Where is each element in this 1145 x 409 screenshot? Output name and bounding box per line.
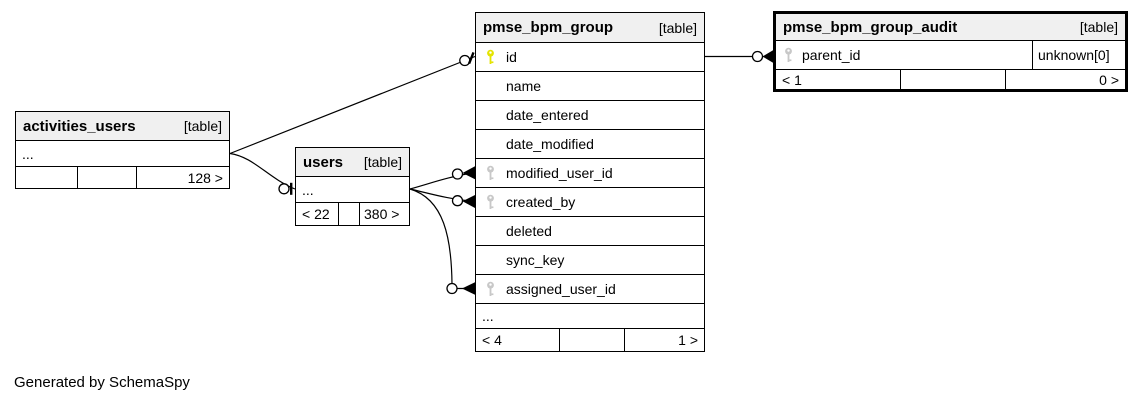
footer-cell xyxy=(338,203,359,225)
column-name: created_by xyxy=(506,194,576,210)
table-header[interactable]: pmse_bpm_group_audit [table] xyxy=(776,14,1125,41)
column-name: parent_id xyxy=(802,47,861,63)
ellipsis-label: ... xyxy=(482,308,494,324)
table-title: activities_users xyxy=(23,117,136,135)
footer-children-count: 0 > xyxy=(1005,70,1125,89)
primary-key-icon xyxy=(476,49,506,65)
table-type-label: [table] xyxy=(658,19,697,36)
foreign-key-icon xyxy=(476,165,506,181)
column-row-created_by[interactable]: created_by xyxy=(476,188,704,217)
table-footer: < 1 0 > xyxy=(776,70,1125,89)
generated-by-note: Generated by SchemaSpy xyxy=(14,374,190,391)
column-name: deleted xyxy=(506,223,552,239)
relation-users-to-created_by xyxy=(409,188,476,208)
relation-users-to-modified_user_id xyxy=(409,166,476,190)
table-pmse_bpm_group[interactable]: pmse_bpm_group [table] id name date_ente… xyxy=(475,12,705,352)
relation-activities_users-to-users xyxy=(229,152,296,195)
footer-parents-count: < 22 xyxy=(302,206,330,222)
table-users[interactable]: users [table] ... < 22 380 > xyxy=(295,147,410,226)
relation-users-to-assigned_user_id xyxy=(409,188,475,295)
table-footer: < 22 380 > xyxy=(296,203,409,225)
column-name: sync_key xyxy=(506,252,565,268)
column-name: id xyxy=(506,49,517,65)
table-type-label: [table] xyxy=(363,154,402,170)
ellipsis-label: ... xyxy=(22,145,34,162)
table-header[interactable]: pmse_bpm_group [table] xyxy=(476,13,704,43)
column-name: name xyxy=(506,78,542,94)
table-header[interactable]: activities_users [table] xyxy=(16,112,229,141)
foreign-key-icon xyxy=(476,194,506,210)
column-name: date_entered xyxy=(506,107,589,123)
hidden-columns-row: ... xyxy=(296,177,409,203)
column-row-assigned_user_id[interactable]: assigned_user_id xyxy=(476,275,704,304)
footer-cell xyxy=(559,329,624,351)
column-type-cell: unknown[0] xyxy=(1032,41,1125,69)
ellipsis-label: ... xyxy=(302,181,314,198)
hidden-columns-row: ... xyxy=(16,141,229,167)
footer-cell xyxy=(77,167,136,188)
table-footer: 128 > xyxy=(16,167,229,188)
footer-cell xyxy=(16,167,77,188)
column-row-name[interactable]: name xyxy=(476,72,704,101)
table-title: pmse_bpm_group xyxy=(483,19,614,36)
column-row-date_entered[interactable]: date_entered xyxy=(476,101,704,130)
relation-group-id-to-audit-parent_id xyxy=(705,50,773,63)
foreign-key-icon xyxy=(776,47,802,63)
table-header[interactable]: users [table] xyxy=(296,148,409,177)
table-type-label: [table] xyxy=(1079,19,1118,35)
footer-parents-count: < 4 xyxy=(482,332,502,348)
column-row-sync_key[interactable]: sync_key xyxy=(476,246,704,275)
relation-activities_users-to-group-id xyxy=(229,51,476,155)
column-row-parent_id[interactable]: parent_id unknown[0] xyxy=(776,41,1125,70)
foreign-key-icon xyxy=(476,281,506,297)
column-row-id[interactable]: id xyxy=(476,43,704,72)
column-name: assigned_user_id xyxy=(506,281,616,297)
table-title: users xyxy=(303,153,344,171)
table-activities_users[interactable]: activities_users [table] ... 128 > xyxy=(15,111,230,189)
column-name: modified_user_id xyxy=(506,165,613,181)
footer-children-count: 1 > xyxy=(624,329,704,351)
hidden-columns-row: ... xyxy=(476,304,704,329)
footer-children-count: 380 > xyxy=(359,203,409,225)
column-row-deleted[interactable]: deleted xyxy=(476,217,704,246)
table-footer: < 4 1 > xyxy=(476,329,704,351)
table-pmse_bpm_group_audit[interactable]: pmse_bpm_group_audit [table] parent_id u… xyxy=(773,11,1128,92)
column-row-modified_user_id[interactable]: modified_user_id xyxy=(476,159,704,188)
column-row-date_modified[interactable]: date_modified xyxy=(476,130,704,159)
footer-parents-count: < 1 xyxy=(782,71,802,88)
column-name: date_modified xyxy=(506,136,594,152)
footer-cell xyxy=(900,70,1005,89)
table-title: pmse_bpm_group_audit xyxy=(783,18,958,36)
footer-children-count: 128 > xyxy=(136,167,229,188)
table-type-label: [table] xyxy=(183,118,222,134)
